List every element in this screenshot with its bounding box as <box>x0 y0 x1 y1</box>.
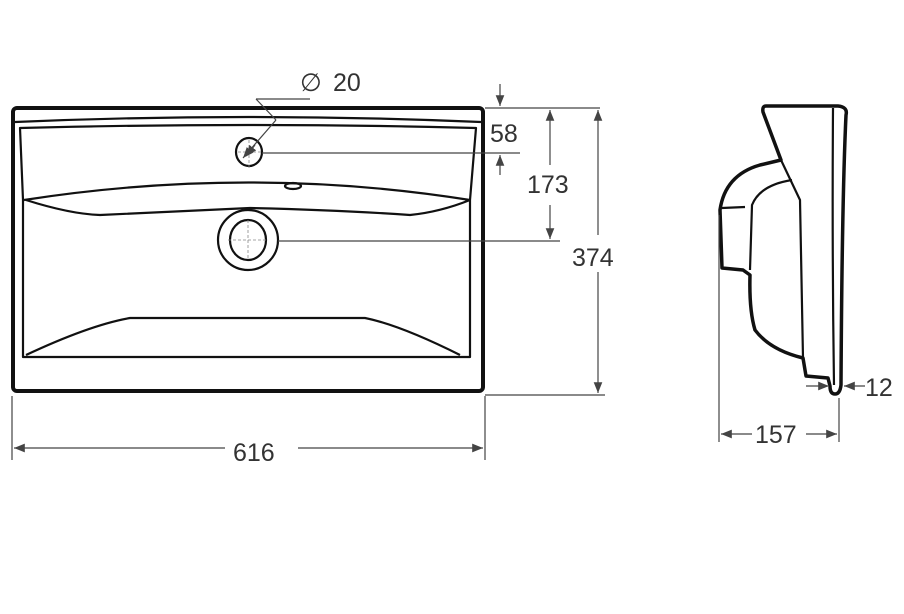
side-view <box>718 104 849 396</box>
side-profile <box>718 104 849 396</box>
side-bowl-line <box>780 159 805 359</box>
height-label: 374 <box>572 244 614 272</box>
side-dimensions: 157 12 <box>718 215 893 449</box>
diameter-symbol: ∅ <box>300 69 322 97</box>
rim-line <box>14 115 482 124</box>
depth-label: 157 <box>755 421 797 449</box>
drain-outer <box>216 208 280 272</box>
shelf-line <box>23 181 471 202</box>
drain-offset-label: 173 <box>527 171 569 199</box>
side-wall-line <box>831 107 836 386</box>
overflow-hole <box>283 181 303 191</box>
wall-thickness-label: 12 <box>865 374 893 402</box>
width-label: 616 <box>233 439 275 467</box>
shelf-edge <box>25 198 471 217</box>
tap-offset-label: 58 <box>490 120 518 148</box>
basin-outline <box>11 106 485 393</box>
diameter-label: 20 <box>333 69 361 97</box>
bowl-outline <box>18 123 478 359</box>
front-slope <box>25 316 461 356</box>
side-inner-curve <box>748 178 793 271</box>
top-view <box>11 106 485 393</box>
dimensions: ∅ 20 58 173 374 616 <box>11 69 614 467</box>
